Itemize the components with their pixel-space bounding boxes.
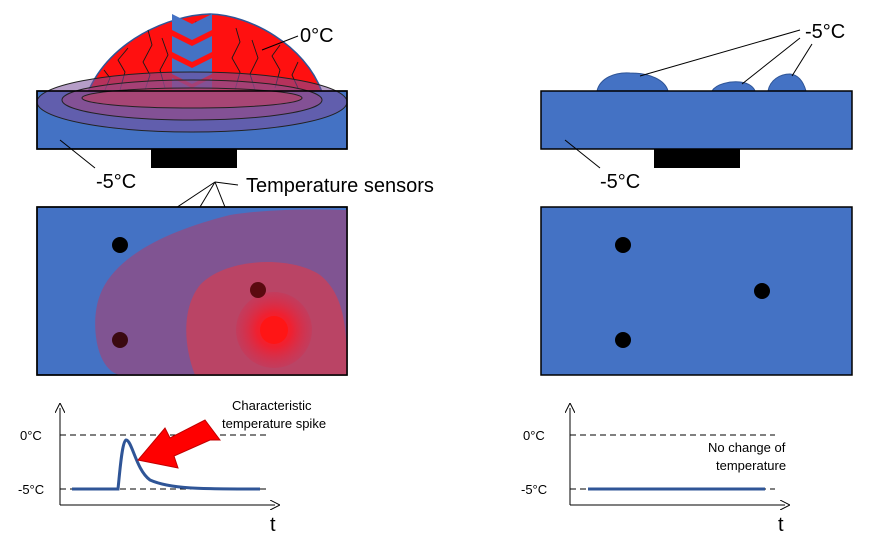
frozen-drop-3: [767, 73, 807, 92]
spike-arrow-icon: [137, 419, 221, 469]
label-minus5-right-plate: -5°C: [600, 171, 640, 193]
right-plate: [540, 90, 853, 150]
sensor-dot-left-3: [250, 282, 266, 298]
frozen-drop-2: [711, 81, 756, 92]
right-ytick-0c: 0°C: [523, 428, 545, 443]
sensor-dot-right-3: [615, 332, 631, 348]
left-side-view: [36, 13, 348, 169]
left-ytick-0c: 0°C: [20, 428, 42, 443]
right-top-view: [540, 206, 853, 376]
label-minus5-left-plate: -5°C: [96, 171, 136, 193]
label-minus5-frozen: -5°C: [805, 21, 845, 43]
sensor-dot-right-1: [615, 237, 631, 253]
left-temperature-graph: [60, 408, 275, 505]
no-change-line2: temperature: [716, 458, 786, 473]
spike-curve: [72, 438, 261, 491]
left-top-view: [36, 206, 348, 376]
right-xaxis-t: t: [778, 514, 784, 536]
sensor-dot-left-2: [112, 332, 128, 348]
label-temperature-sensors: Temperature sensors: [246, 175, 434, 197]
left-xaxis-t: t: [270, 514, 276, 536]
right-temperature-graph: [570, 408, 785, 505]
sensor-dot-left-1: [112, 237, 128, 253]
spike-note-line2: temperature spike: [222, 416, 326, 431]
right-ytick-minus5c: -5°C: [521, 482, 547, 497]
sensor-dot-right-2: [754, 283, 770, 299]
sensor-block: [151, 149, 237, 168]
spike-note-line1: Characteristic: [232, 398, 312, 413]
left-ytick-minus5c: -5°C: [18, 482, 44, 497]
heat-contour-inner: [81, 87, 303, 109]
right-sensor-block: [654, 149, 740, 168]
frozen-drop-1: [596, 72, 669, 92]
label-0c-drop: 0°C: [300, 25, 334, 47]
right-side-view: [540, 29, 853, 169]
no-change-line1: No change of: [708, 440, 786, 455]
